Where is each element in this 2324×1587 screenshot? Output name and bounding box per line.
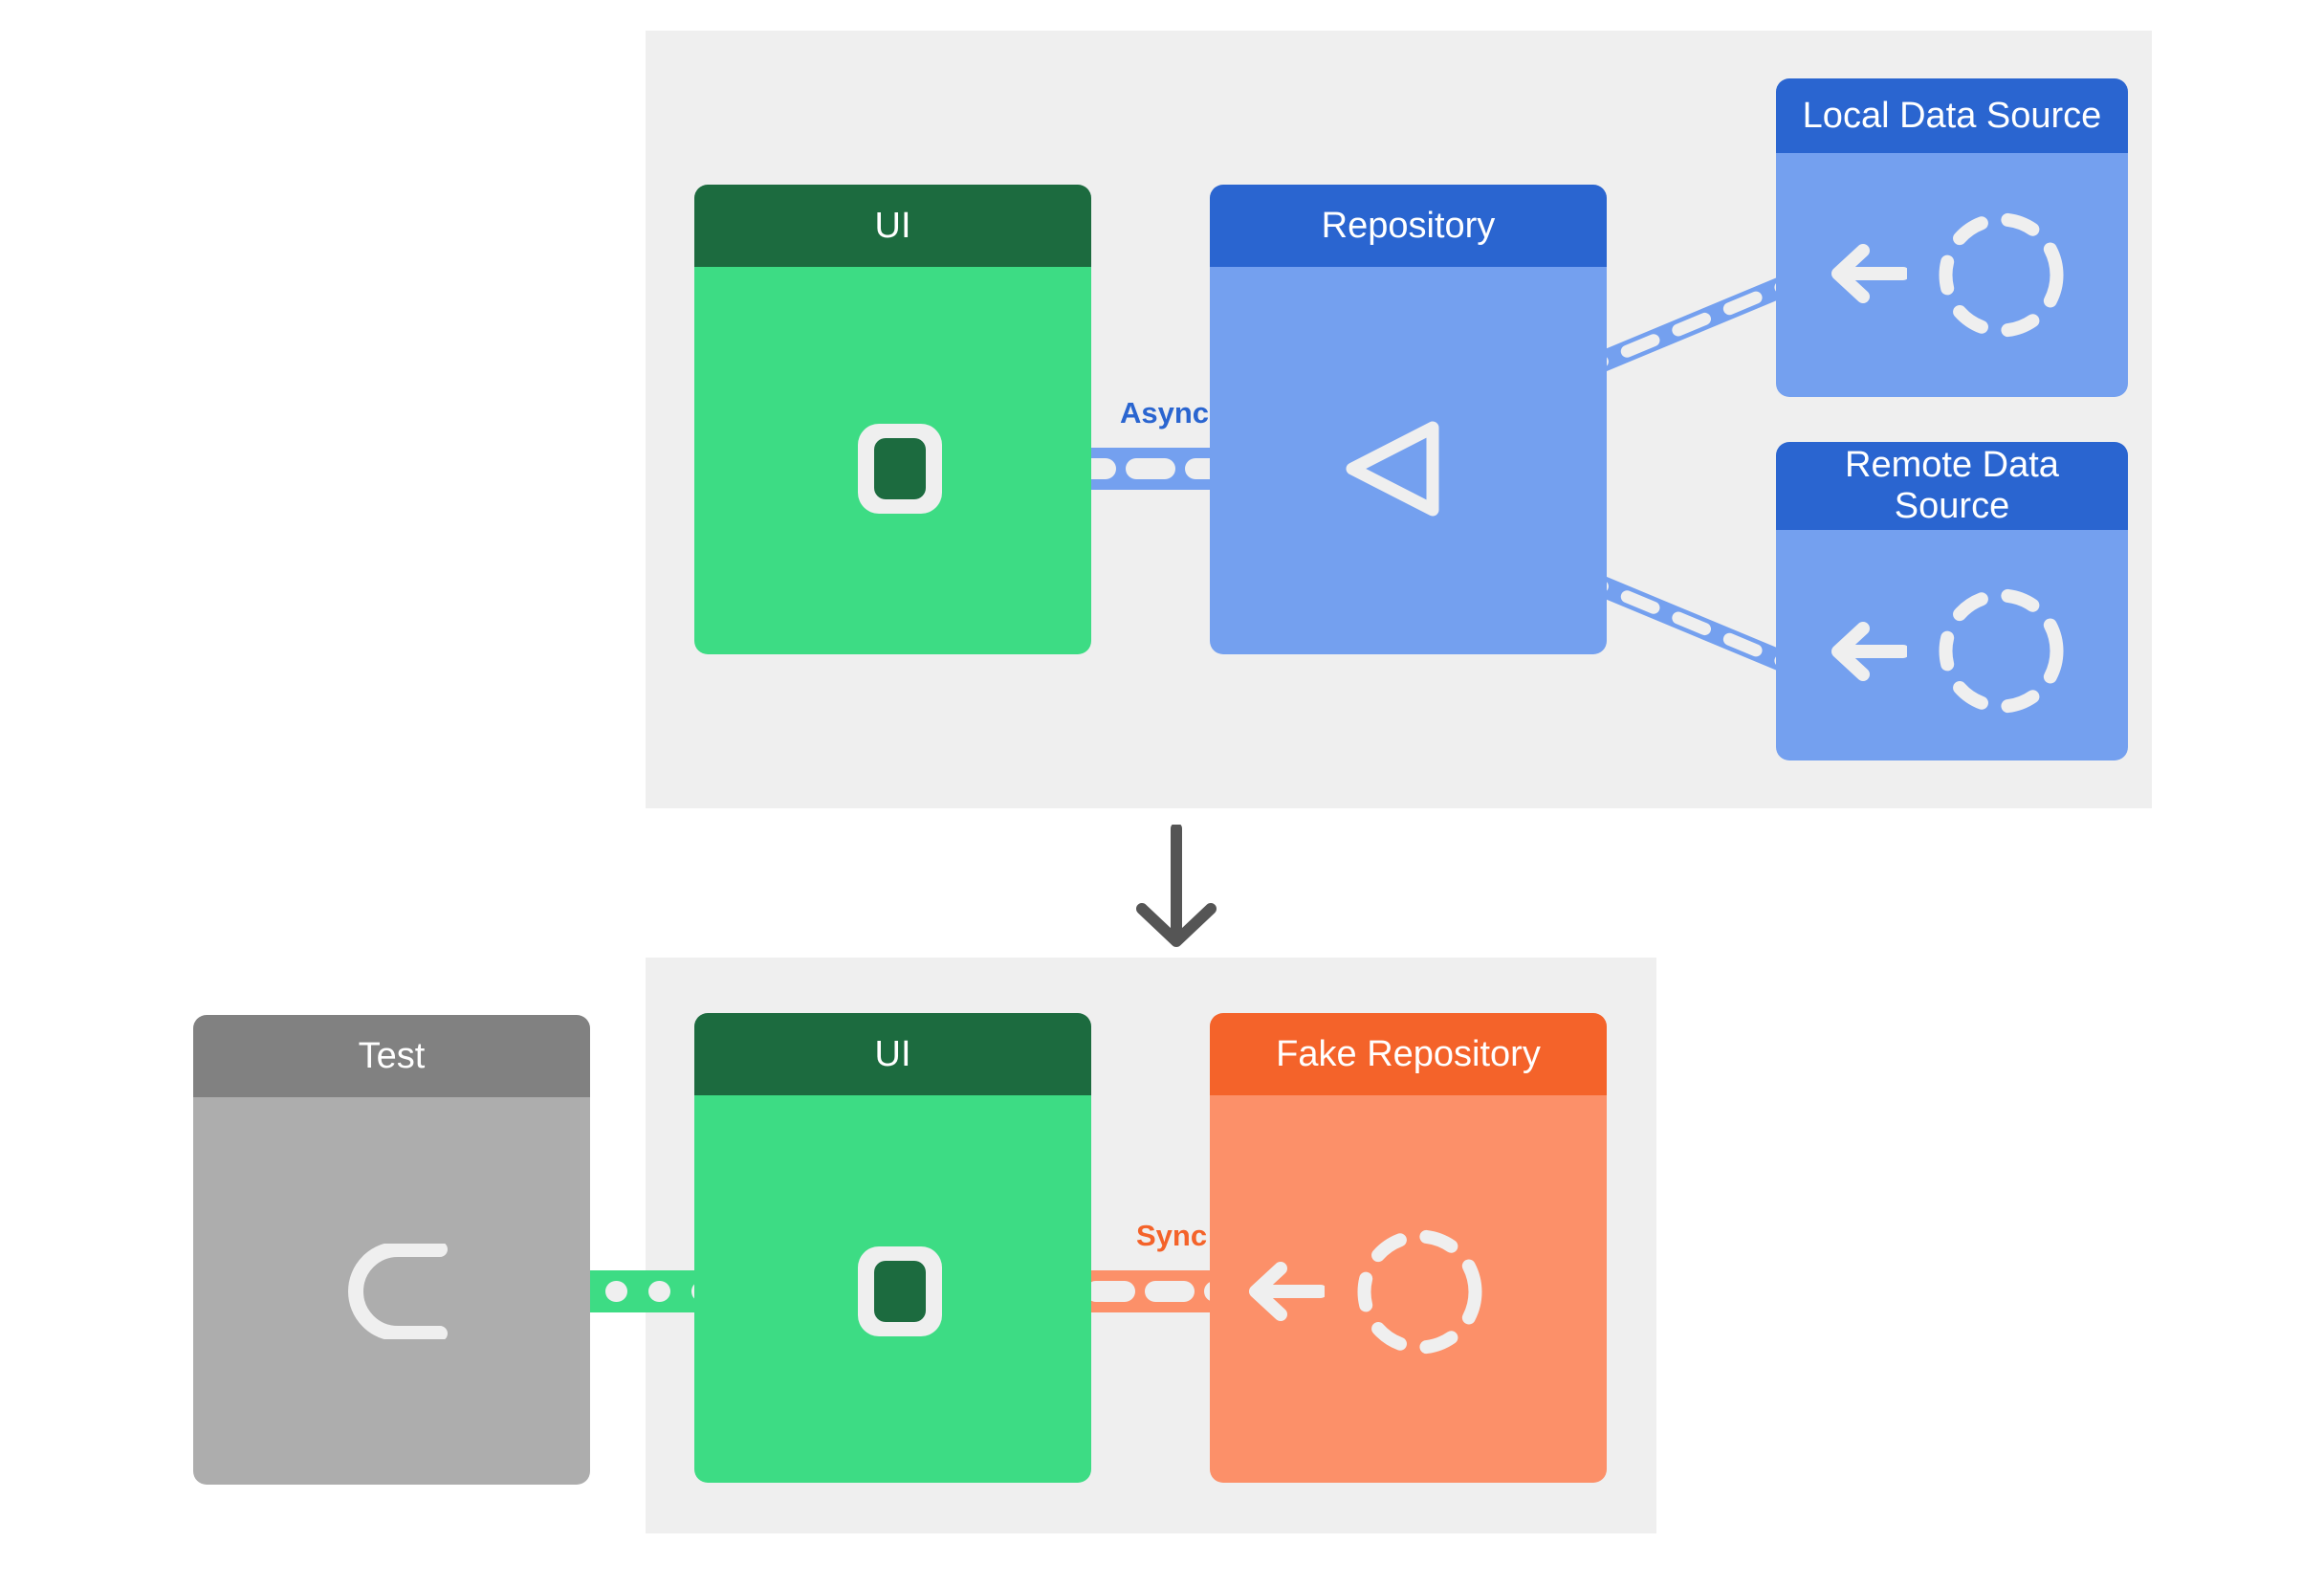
node-repository-label: Repository [1321,205,1496,246]
node-remote-data-source-label: Remote Data Source [1845,445,2059,526]
edge-label-async: Async [1112,394,1217,432]
triangle-left-outline-icon [1339,418,1444,519]
node-fake-repository-label: Fake Repository [1276,1033,1541,1074]
dashed-circle-icon [1932,582,2071,720]
node-ui-test-label: UI [874,1033,911,1074]
node-local-data-source-header: Local Data Source [1776,78,2128,153]
node-fake-repository-header: Fake Repository [1210,1013,1607,1095]
square-plug-icon [858,424,942,514]
edge-label-sync: Sync [1129,1217,1216,1255]
arrow-left-icon [1829,244,1910,303]
square-plug-icon [858,1246,942,1336]
node-repository[interactable]: Repository [1210,185,1607,654]
node-ui-test-header: UI [694,1013,1091,1095]
node-ui-test[interactable]: UI [694,1013,1091,1483]
node-test-label: Test [358,1035,426,1076]
dashed-circle-icon [1350,1223,1489,1361]
node-local-data-source-label: Local Data Source [1802,95,2102,136]
arrow-left-icon [1246,1262,1327,1321]
dashed-circle-icon [1932,206,2071,344]
node-repository-header: Repository [1210,185,1607,267]
node-ui-production-header: UI [694,185,1091,267]
node-ui-production-label: UI [874,205,911,246]
node-repository-body [1210,267,1607,654]
node-remote-data-source-header: Remote Data Source [1776,442,2128,530]
downward-flow-arrow [1129,823,1224,949]
node-test-body [193,1097,590,1485]
node-ui-production[interactable]: UI [694,185,1091,654]
half-circle-socket-icon [344,1242,448,1341]
node-test-header: Test [193,1015,590,1097]
node-test[interactable]: Test [193,1015,590,1485]
arrow-left-icon [1829,622,1910,681]
